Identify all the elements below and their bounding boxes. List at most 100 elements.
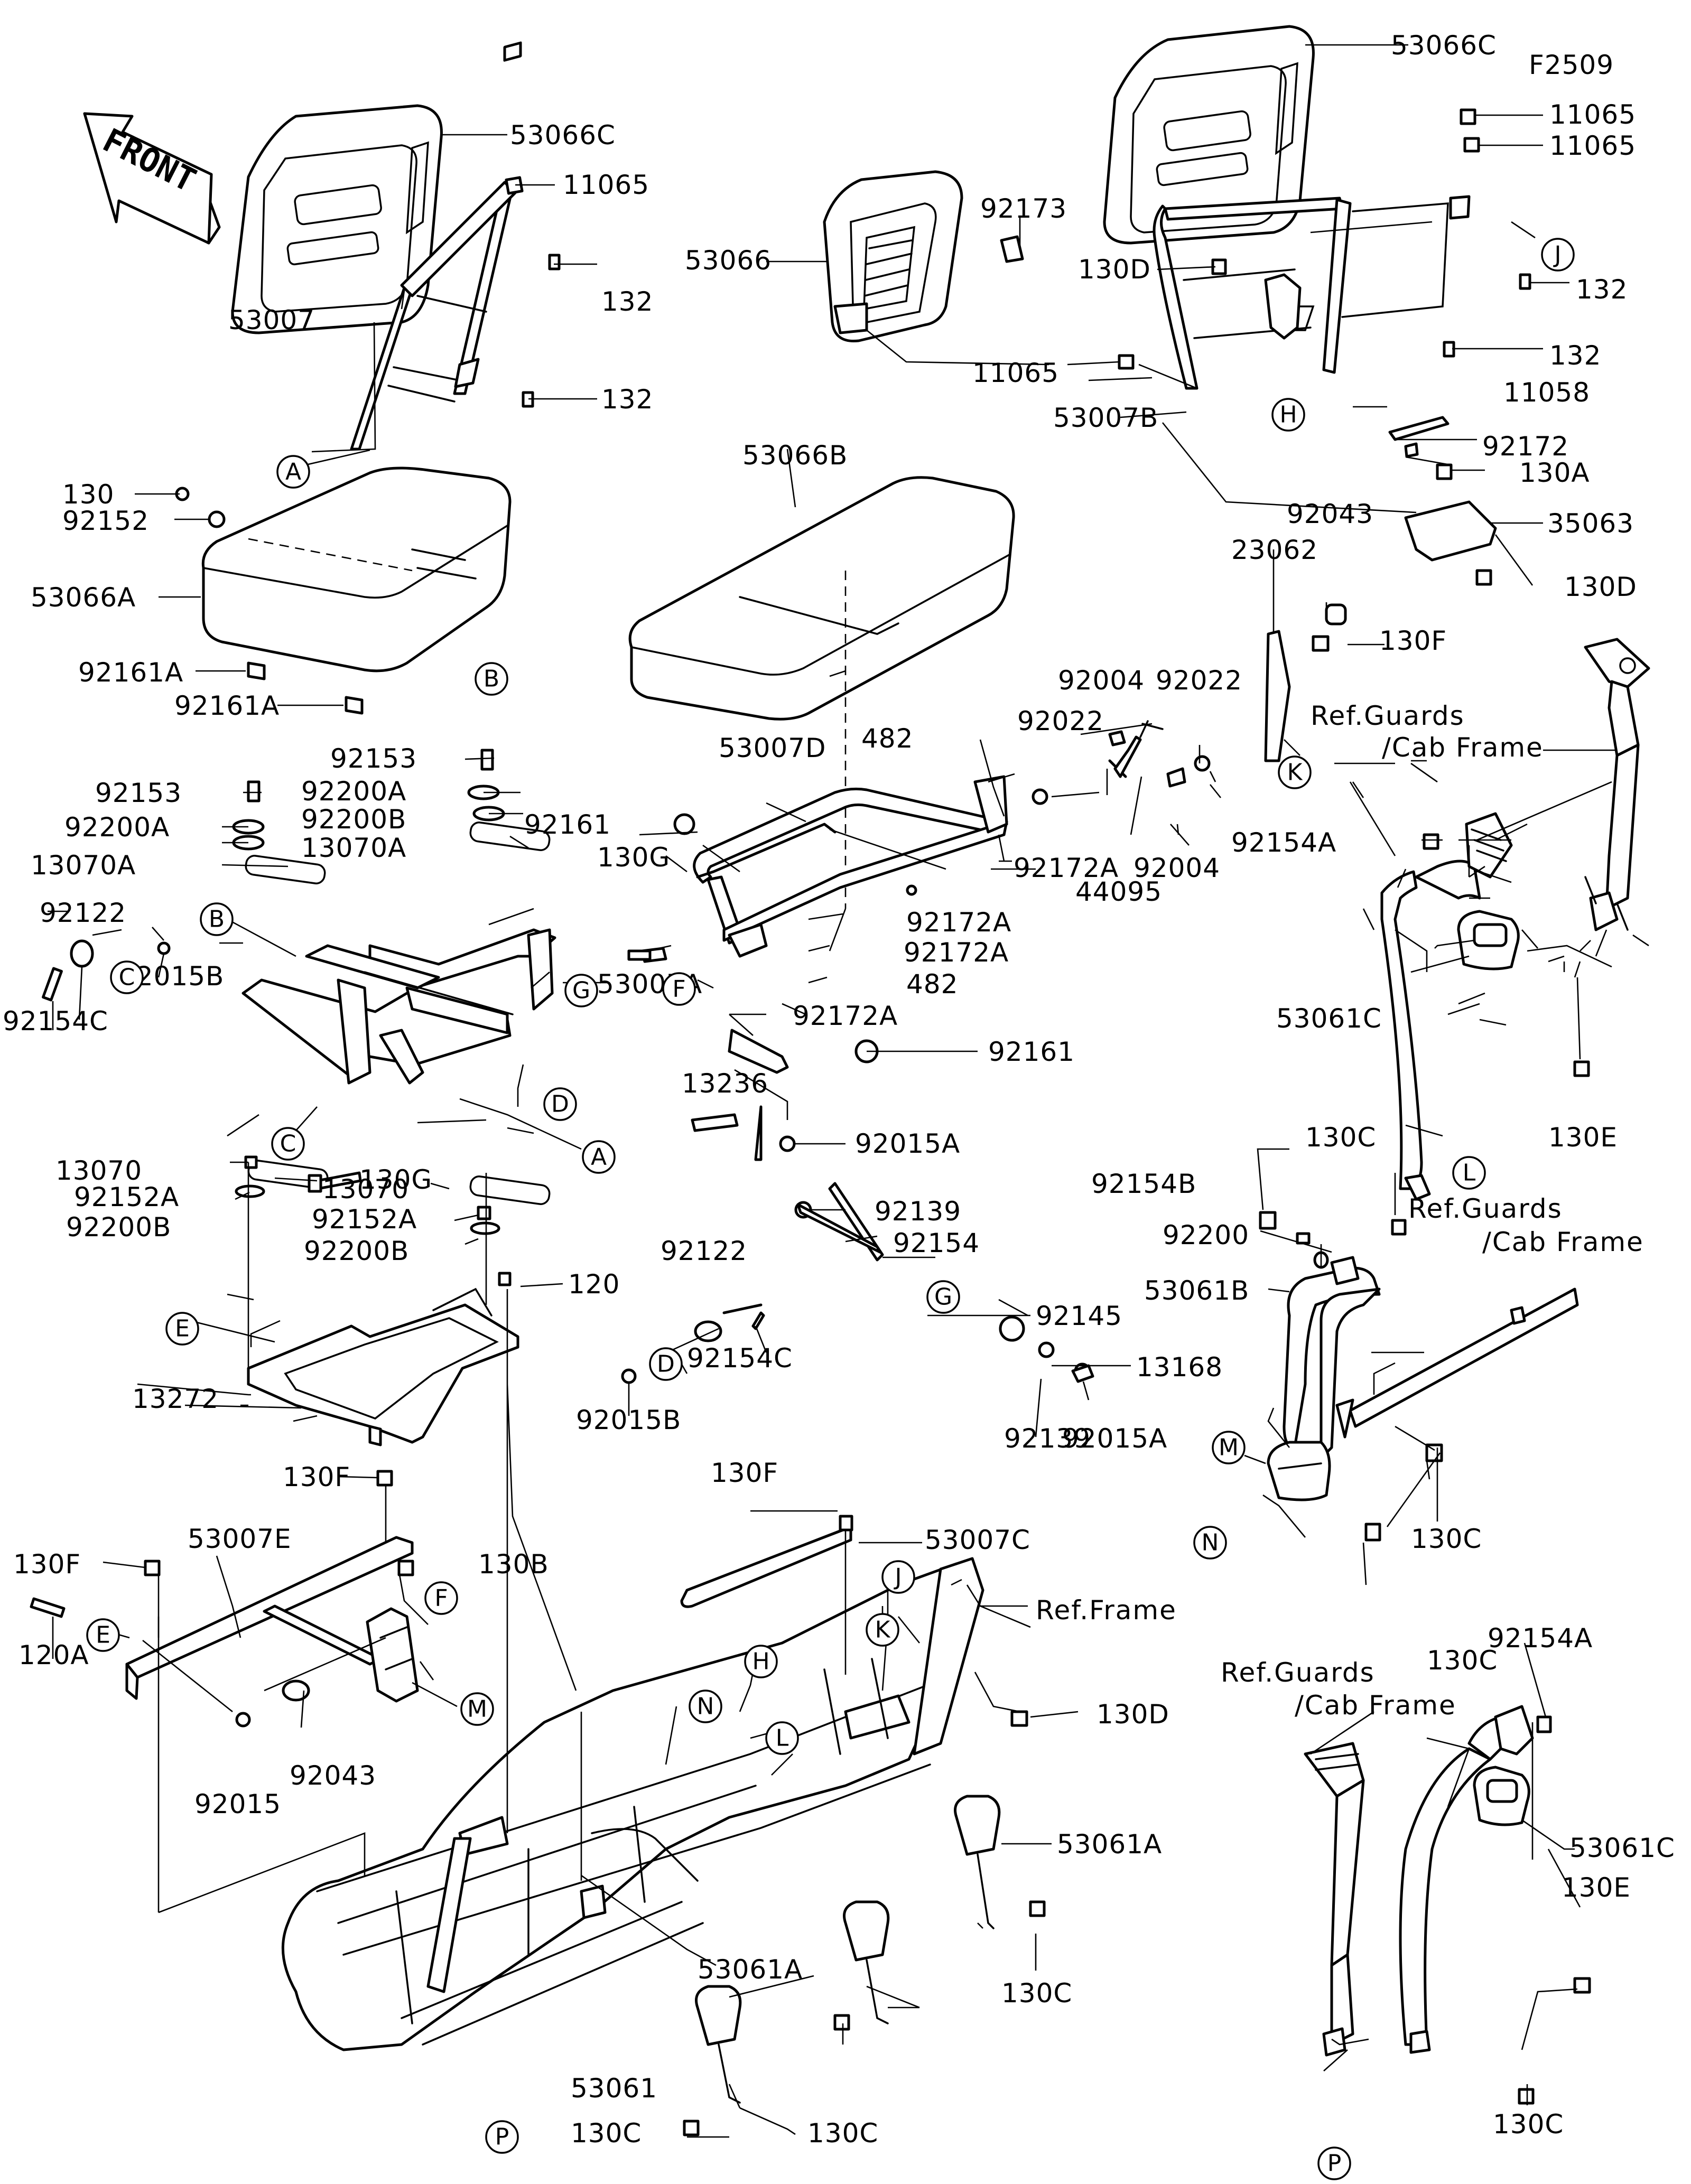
part-label: 130C: [571, 2118, 642, 2149]
part-label: 92152A: [74, 1182, 179, 1212]
svg-text:E: E: [96, 1622, 110, 1649]
callout-p: P: [1317, 2146, 1351, 2180]
svg-text:M: M: [467, 1696, 487, 1723]
svg-text:N: N: [1202, 1529, 1219, 1556]
part-label: 92161A: [174, 690, 280, 721]
part-label: 92153: [330, 743, 417, 774]
svg-text:A: A: [285, 459, 301, 486]
seat-pan-53007A: [241, 928, 556, 1085]
part-label: 11058: [1503, 377, 1590, 408]
part-label: 130C: [807, 2118, 878, 2149]
callout-k: K: [1278, 755, 1312, 789]
svg-text:B: B: [209, 906, 225, 933]
part-label: 13070A: [31, 850, 136, 881]
part-label: 13272: [132, 1384, 219, 1414]
part-label: 130C: [1411, 1524, 1482, 1554]
seatbelt-53061C-lower: [1399, 1705, 1534, 2054]
svg-text:J: J: [1553, 241, 1562, 268]
callout-g: G: [564, 974, 598, 1007]
part-label: 11065: [1549, 130, 1636, 161]
reference-note: Ref.Guards: [1221, 1657, 1375, 1688]
bracket-53007C: [680, 1525, 852, 1608]
part-label: 132: [601, 286, 653, 317]
svg-text:H: H: [752, 1648, 769, 1675]
part-label: 130F: [1379, 626, 1447, 656]
part-label: 53061: [571, 2073, 657, 2104]
svg-text:K: K: [875, 1617, 891, 1644]
part-label: 92200B: [66, 1212, 171, 1243]
part-label: 130G: [359, 1164, 432, 1195]
svg-text:A: A: [591, 1144, 607, 1171]
part-label: 92015A: [1062, 1423, 1167, 1454]
reference-notes: Ref.Guards /Cab Frame Ref.Guards /Cab Fr…: [1221, 701, 1644, 1721]
reference-note: /Cab Frame: [1482, 1227, 1644, 1257]
callout-e: E: [165, 1312, 199, 1346]
part-label: 92200B: [304, 1236, 409, 1266]
guard-frame-upper-right: [1584, 638, 1650, 931]
seatbelt-53061C-upper: [1380, 812, 1520, 1201]
part-label: 92139: [875, 1196, 961, 1227]
part-label: 53061C: [1276, 1003, 1382, 1034]
svg-text:E: E: [175, 1315, 190, 1342]
part-label: 132: [1549, 340, 1601, 371]
svg-text:G: G: [572, 977, 590, 1004]
part-label: 53066C: [1391, 30, 1497, 61]
part-label: 53007B: [1053, 403, 1158, 433]
part-label: 130E: [1562, 1872, 1631, 1903]
part-label: 132: [1576, 274, 1628, 305]
part-label: 92004: [1058, 665, 1145, 696]
svg-text:C: C: [280, 1131, 296, 1158]
bracket-53007E: [125, 1536, 419, 1703]
part-label: 482: [906, 969, 958, 1000]
callout-a: A: [582, 1140, 616, 1174]
svg-text:L: L: [776, 1725, 789, 1752]
right-headrest: [1103, 25, 1315, 245]
svg-text:H: H: [1279, 402, 1297, 428]
svg-text:G: G: [934, 1284, 952, 1311]
callout-h: H: [1271, 398, 1305, 432]
part-label: 92172A: [904, 937, 1009, 968]
svg-text:K: K: [1287, 759, 1303, 786]
callout-g: G: [926, 1280, 960, 1314]
svg-text:F: F: [672, 976, 685, 1003]
part-label: 53007C: [925, 1525, 1030, 1555]
part-label: 53007E: [188, 1524, 292, 1554]
part-label: 130B: [478, 1549, 549, 1580]
part-label: 130C: [1427, 1645, 1498, 1676]
part-label: 92154A: [1231, 827, 1336, 858]
part-label: 92022: [1017, 706, 1104, 736]
part-label: 53066B: [742, 440, 848, 471]
callout-d: D: [543, 1087, 577, 1121]
svg-text:D: D: [657, 1351, 675, 1378]
callout-l: L: [1452, 1156, 1486, 1190]
svg-text:D: D: [551, 1091, 569, 1118]
part-label: 92122: [40, 898, 126, 928]
svg-text:N: N: [697, 1693, 714, 1720]
part-label: 35063: [1547, 508, 1634, 539]
guard-bar-right: [1335, 1287, 1579, 1439]
part-label: 120A: [18, 1640, 89, 1670]
part-label: 92153: [95, 778, 182, 808]
part-label: 92015B: [576, 1405, 681, 1435]
part-label: 53066A: [31, 582, 136, 613]
guard-frame-lower-right: [1304, 1742, 1365, 2057]
front-arrow-icon: FRONT: [83, 112, 221, 245]
seat-base-13272: [247, 1287, 519, 1446]
vehicle-frame: [281, 1557, 984, 2051]
part-label: 130D: [1564, 572, 1637, 602]
part-label: 92043: [1287, 499, 1373, 529]
part-label: 130G: [597, 842, 670, 873]
part-label: 92200: [1163, 1220, 1249, 1250]
part-label: 92154: [893, 1228, 980, 1258]
leader-lines: [48, 44, 1649, 2138]
part-label: 92154B: [1091, 1169, 1196, 1199]
part-label: 53007: [228, 305, 315, 335]
part-label: 53061A: [1057, 1829, 1162, 1860]
part-label: 130C: [1001, 1978, 1072, 2009]
part-label: 13070: [322, 1174, 409, 1205]
callout-f: F: [662, 972, 696, 1006]
part-label: 92161: [988, 1037, 1075, 1067]
part-label: 92154A: [1488, 1623, 1593, 1654]
callout-c: C: [110, 960, 144, 994]
part-label: 13168: [1136, 1352, 1223, 1383]
